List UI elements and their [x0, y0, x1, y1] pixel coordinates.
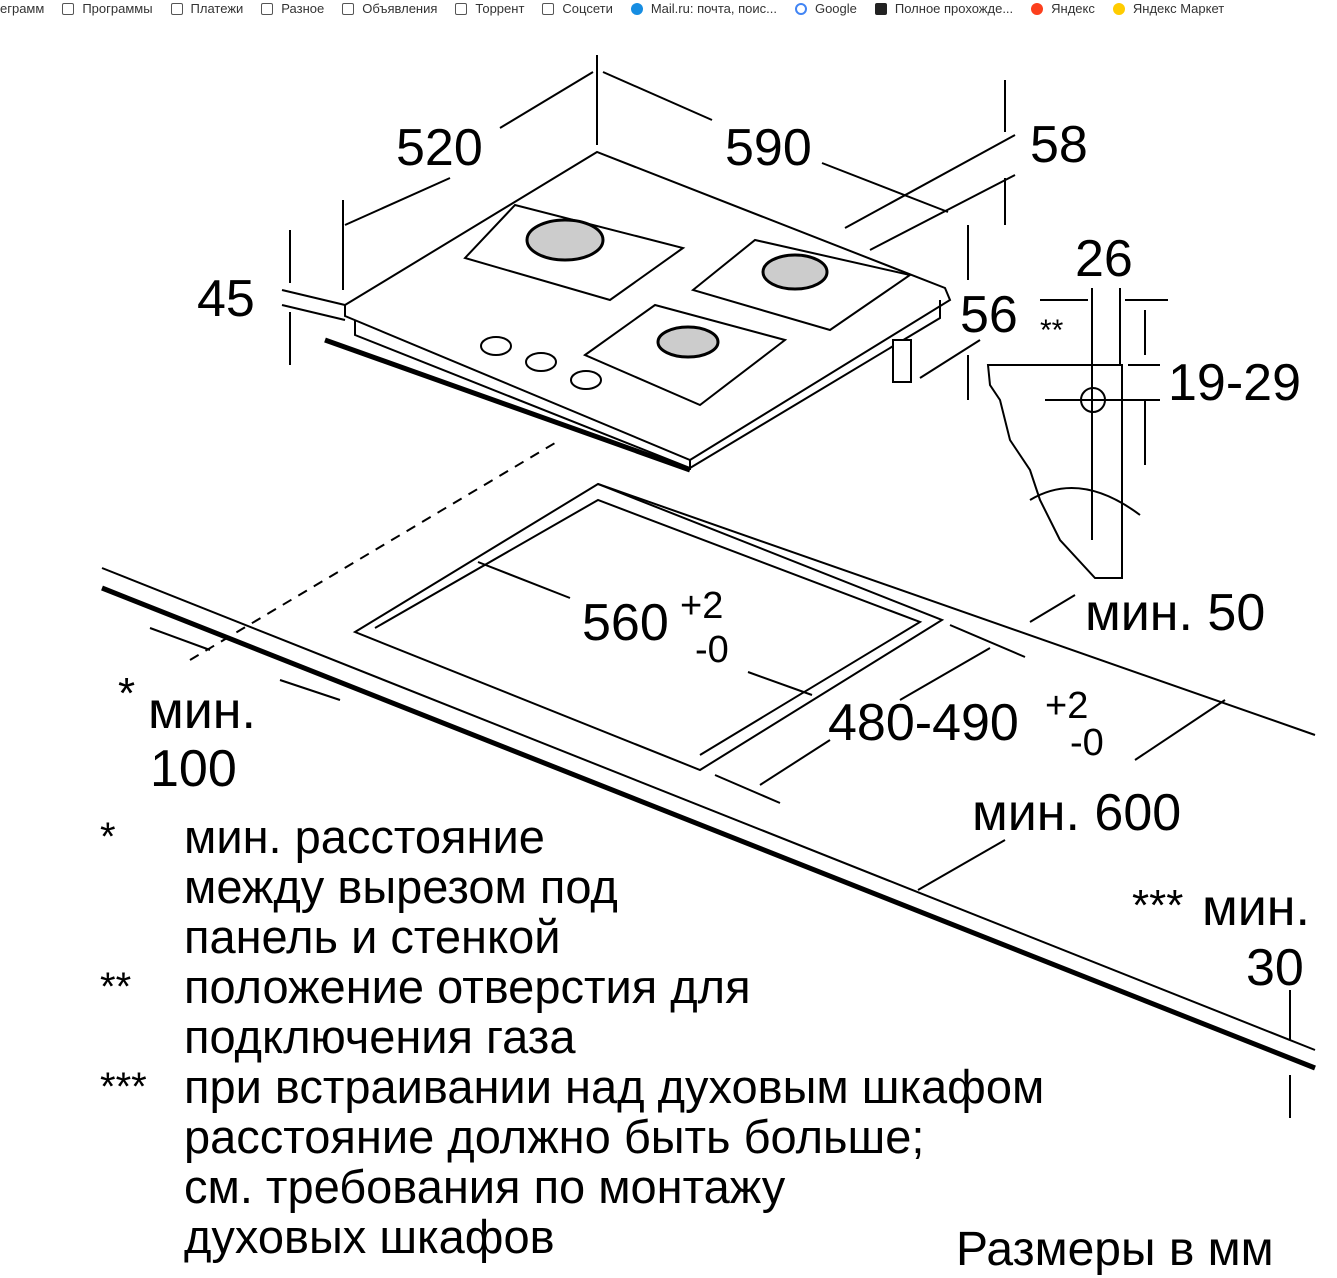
footnote-line: духовых шкафов [184, 1210, 555, 1263]
bookmarks-bar: еграмм Программы Платежи Разное Объявлен… [0, 0, 1337, 18]
footnote-mark: ** [100, 965, 132, 1009]
cutout-depth-tol-minus: -0 [1070, 722, 1104, 764]
bookmark-9[interactable]: Полное прохожде... [874, 1, 1014, 17]
bookmark-label: Яндекс Маркет [1132, 1, 1225, 16]
dim-min-50: мин. 50 [1085, 584, 1265, 642]
footnote-mark: *** [100, 1065, 147, 1109]
bookmark-label: Разное [281, 1, 325, 16]
dim-56: 56 [960, 286, 1018, 344]
yandex-icon [1031, 3, 1044, 15]
bookmark-7[interactable]: Mail.ru: почта, поис... [630, 1, 777, 17]
dim-cutout-width: 560 [582, 594, 669, 652]
footnote-line: мин. расстояние [184, 810, 545, 863]
min-100-star: * [118, 669, 135, 718]
bookmark-label: Google [814, 1, 857, 16]
bookmark-label: Соцсети [562, 1, 613, 16]
units-caption: Размеры в мм [956, 1223, 1274, 1276]
folder-icon [342, 3, 355, 15]
bookmark-label: еграмм [0, 1, 45, 16]
bookmark-label: Платежи [190, 1, 244, 16]
dim-width: 590 [725, 119, 812, 177]
gas-connection-detail [986, 288, 1168, 579]
bookmark-0[interactable]: еграмм [0, 1, 44, 17]
bookmark-label: Объявления [362, 1, 438, 16]
bookmark-8[interactable]: Google [794, 1, 857, 17]
google-icon [794, 3, 807, 15]
bookmark-label: Программы [82, 1, 153, 16]
dim-min-600: мин. 600 [972, 784, 1181, 842]
min-30-stars: *** [1132, 881, 1183, 930]
bookmark-6[interactable]: Соцсети [542, 1, 613, 17]
bookmark-11[interactable]: Яндекс Маркет [1112, 1, 1225, 17]
folder-icon [455, 3, 468, 15]
min-30-label: мин. [1202, 879, 1310, 937]
folder-icon [62, 3, 75, 15]
dim-depth: 520 [396, 119, 483, 177]
bookmark-2[interactable]: Платежи [170, 1, 244, 17]
bookmark-3[interactable]: Разное [261, 1, 324, 17]
footnote-line: положение отверстия для [184, 960, 751, 1013]
cutout-depth-tol-plus: +2 [1045, 685, 1088, 727]
footnote-line: см. требования по монтажу [184, 1160, 786, 1213]
cutout-width-tol-minus: -0 [695, 629, 729, 671]
yandex-market-icon [1112, 3, 1125, 15]
min-100-value: 100 [150, 740, 237, 798]
dim-glass-thickness: 58 [1030, 116, 1088, 174]
bookmark-label: Mail.ru: почта, поис... [650, 1, 777, 16]
min-100-label: мин. [148, 682, 256, 740]
dim-range-19-29: 19-29 [1168, 354, 1301, 412]
dim-gap-26: 26 [1075, 230, 1133, 288]
dim-height-45: 45 [197, 270, 255, 328]
footnote-line: подключения газа [184, 1010, 576, 1063]
bookmark-label: Торрент [475, 1, 525, 16]
cutout-width-tol-plus: +2 [680, 585, 723, 627]
footnote-mark: * [100, 815, 116, 859]
double-star-mark: ** [1040, 314, 1064, 347]
dimension-lines [281, 55, 1016, 400]
folder-icon [170, 3, 183, 15]
min-30-value: 30 [1246, 939, 1304, 997]
footnote-line: между вырезом под [184, 860, 618, 913]
hob-drawing [324, 150, 952, 473]
bookmark-5[interactable]: Торрент [455, 1, 524, 17]
folder-icon [261, 3, 274, 15]
footnote-line: расстояние должно быть больше; [184, 1110, 925, 1163]
bookmark-label: Полное прохожде... [894, 1, 1014, 16]
folder-icon [542, 3, 555, 15]
bookmark-4[interactable]: Объявления [342, 1, 437, 17]
worktop-drawing [101, 439, 1316, 1118]
footnote-line: панель и стенкой [184, 910, 561, 963]
mail-icon [630, 3, 643, 15]
bookmark-10[interactable]: Яндекс [1031, 1, 1095, 17]
site-icon [874, 3, 887, 15]
dim-cutout-depth: 480-490 [828, 694, 1019, 752]
bookmark-1[interactable]: Программы [62, 1, 153, 17]
bookmark-label: Яндекс [1051, 1, 1095, 16]
footnote-line: при встраивании над духовым шкафом [184, 1060, 1045, 1113]
